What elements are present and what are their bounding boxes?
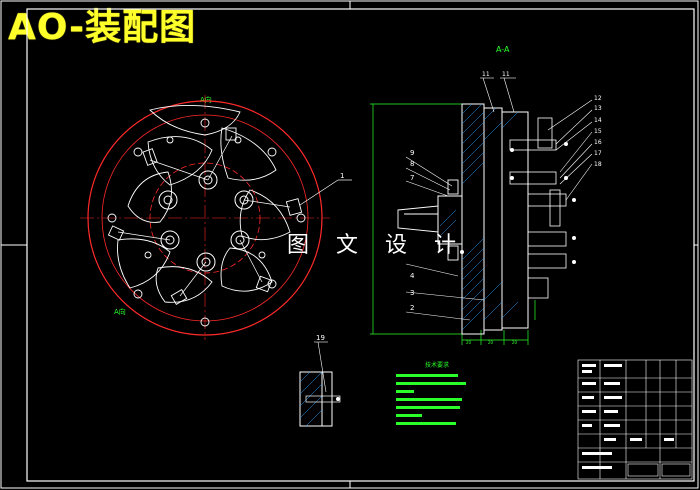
- drawing-title: AO-装配图: [8, 7, 197, 48]
- title-block-fills: [582, 364, 674, 469]
- part-label-11b: 11: [502, 71, 510, 78]
- part-label-19: 19: [316, 334, 325, 342]
- pivot-pins: [158, 170, 254, 272]
- front-view: A向: [80, 95, 352, 340]
- drive-shaft: [397, 179, 459, 261]
- section-hatching: [439, 103, 519, 331]
- part-label-7: 7: [410, 174, 414, 182]
- part-label-12: 12: [594, 95, 602, 102]
- part-label-4: 4: [410, 272, 415, 280]
- detail-19: 19: [299, 334, 341, 427]
- jaw-segments: [117, 105, 291, 303]
- dimension-lines: [370, 103, 536, 345]
- side-bolts: [509, 117, 567, 299]
- notes-heading: 技术要求: [425, 361, 449, 369]
- part-label-16: 16: [594, 139, 602, 146]
- technical-notes: 技术要求: [396, 361, 466, 425]
- part-leaders: [405, 77, 593, 321]
- watermark-text: 图 文 设 计: [287, 233, 466, 258]
- part-label-2: 2: [410, 304, 414, 312]
- leader-1: [299, 179, 339, 206]
- part-label-13: 13: [594, 105, 602, 112]
- part-label-18: 18: [594, 161, 602, 168]
- linkage-lines: [117, 135, 291, 297]
- clamp-blocks: [107, 127, 303, 305]
- title-block: [577, 359, 693, 480]
- part-label-8: 8: [410, 160, 414, 168]
- part-label-17: 17: [594, 150, 602, 157]
- left-view-tag-bottom: A向: [114, 307, 126, 316]
- part-label-15: 15: [594, 128, 602, 135]
- section-view: A-A 20 20 20: [370, 45, 602, 345]
- svg-text:20: 20: [466, 340, 472, 345]
- part-label-1: 1: [340, 172, 344, 180]
- part-label-9: 9: [410, 149, 414, 157]
- svg-text:20: 20: [488, 340, 494, 345]
- part-label-14: 14: [594, 117, 602, 124]
- plate-body: [437, 103, 529, 335]
- part-label-3: 3: [410, 289, 414, 297]
- left-view-tag-top: A向: [200, 95, 212, 104]
- bolt-heads: [460, 142, 576, 264]
- svg-text:20: 20: [512, 340, 518, 345]
- rim-bolt-holes: [107, 118, 306, 327]
- part-label-11a: 11: [482, 71, 490, 78]
- section-label: A-A: [496, 45, 510, 54]
